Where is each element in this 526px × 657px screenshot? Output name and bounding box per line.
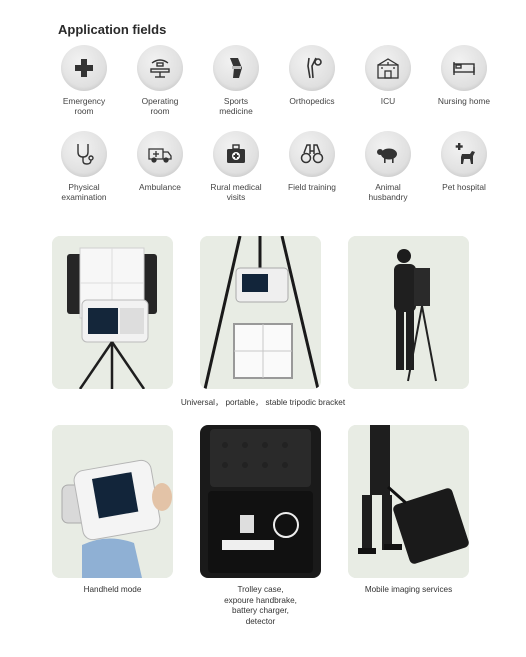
operating-table-icon	[137, 45, 183, 91]
medical-cross-icon	[61, 45, 107, 91]
field-physical-examination: Physical examination	[46, 131, 122, 207]
field-label: Physical examination	[61, 182, 107, 202]
photo-handheld	[52, 425, 173, 578]
field-rural-medical-visits: Rural medical visits	[198, 131, 274, 207]
field-label: Rural medical visits	[210, 182, 262, 202]
application-fields-grid: Emergency room Operating room Sports med…	[46, 45, 490, 207]
field-animal-husbandry: Animal husbandry	[350, 131, 426, 207]
caption-mobile: Mobile imaging services	[364, 585, 453, 594]
field-label: ICU	[380, 96, 396, 106]
field-label: Pet hospital	[442, 182, 486, 192]
knee-brace-icon	[213, 45, 259, 91]
field-emergency-room: Emergency room	[46, 45, 122, 121]
first-aid-kit-icon	[213, 131, 259, 177]
field-ambulance: Ambulance	[122, 131, 198, 207]
ambulance-icon	[137, 131, 183, 177]
field-label: Ambulance	[139, 182, 181, 192]
field-label: Field training	[288, 182, 336, 192]
field-pet-hospital: Pet hospital	[426, 131, 502, 207]
caption-trolley: Trolley case, expoure handbrake, battery…	[224, 585, 297, 626]
section-title: Application fields	[58, 22, 167, 37]
field-sports-medicine: Sports medicine	[198, 45, 274, 121]
photo-mobile-imaging	[348, 425, 469, 578]
field-label: Emergency room	[62, 96, 106, 116]
stethoscope-icon	[61, 131, 107, 177]
field-field-training: Field training	[274, 131, 350, 207]
caption-handheld: Handheld mode	[83, 585, 142, 594]
field-label: Orthopedics	[289, 96, 335, 106]
field-operating-room: Operating room	[122, 45, 198, 121]
field-nursing-home: Nursing home	[426, 45, 502, 121]
bone-joint-icon	[289, 45, 335, 91]
field-label: Nursing home	[437, 96, 491, 106]
field-icu: ICU	[350, 45, 426, 121]
photo-trolley-case	[200, 425, 321, 578]
bed-icon	[441, 45, 487, 91]
photo-tripod-overhead	[200, 236, 321, 389]
binoculars-icon	[289, 131, 335, 177]
field-label: Sports medicine	[219, 96, 253, 116]
hospital-building-icon	[365, 45, 411, 91]
field-label: Operating room	[141, 96, 179, 116]
dog-cross-icon	[441, 131, 487, 177]
field-orthopedics: Orthopedics	[274, 45, 350, 121]
photo-person-backpack	[348, 236, 469, 389]
caption-tripod: Universal， portable， stable tripodic bra…	[180, 398, 346, 407]
field-label: Animal husbandry	[368, 182, 408, 202]
photo-tripod-detector	[52, 236, 173, 389]
sheep-icon	[365, 131, 411, 177]
